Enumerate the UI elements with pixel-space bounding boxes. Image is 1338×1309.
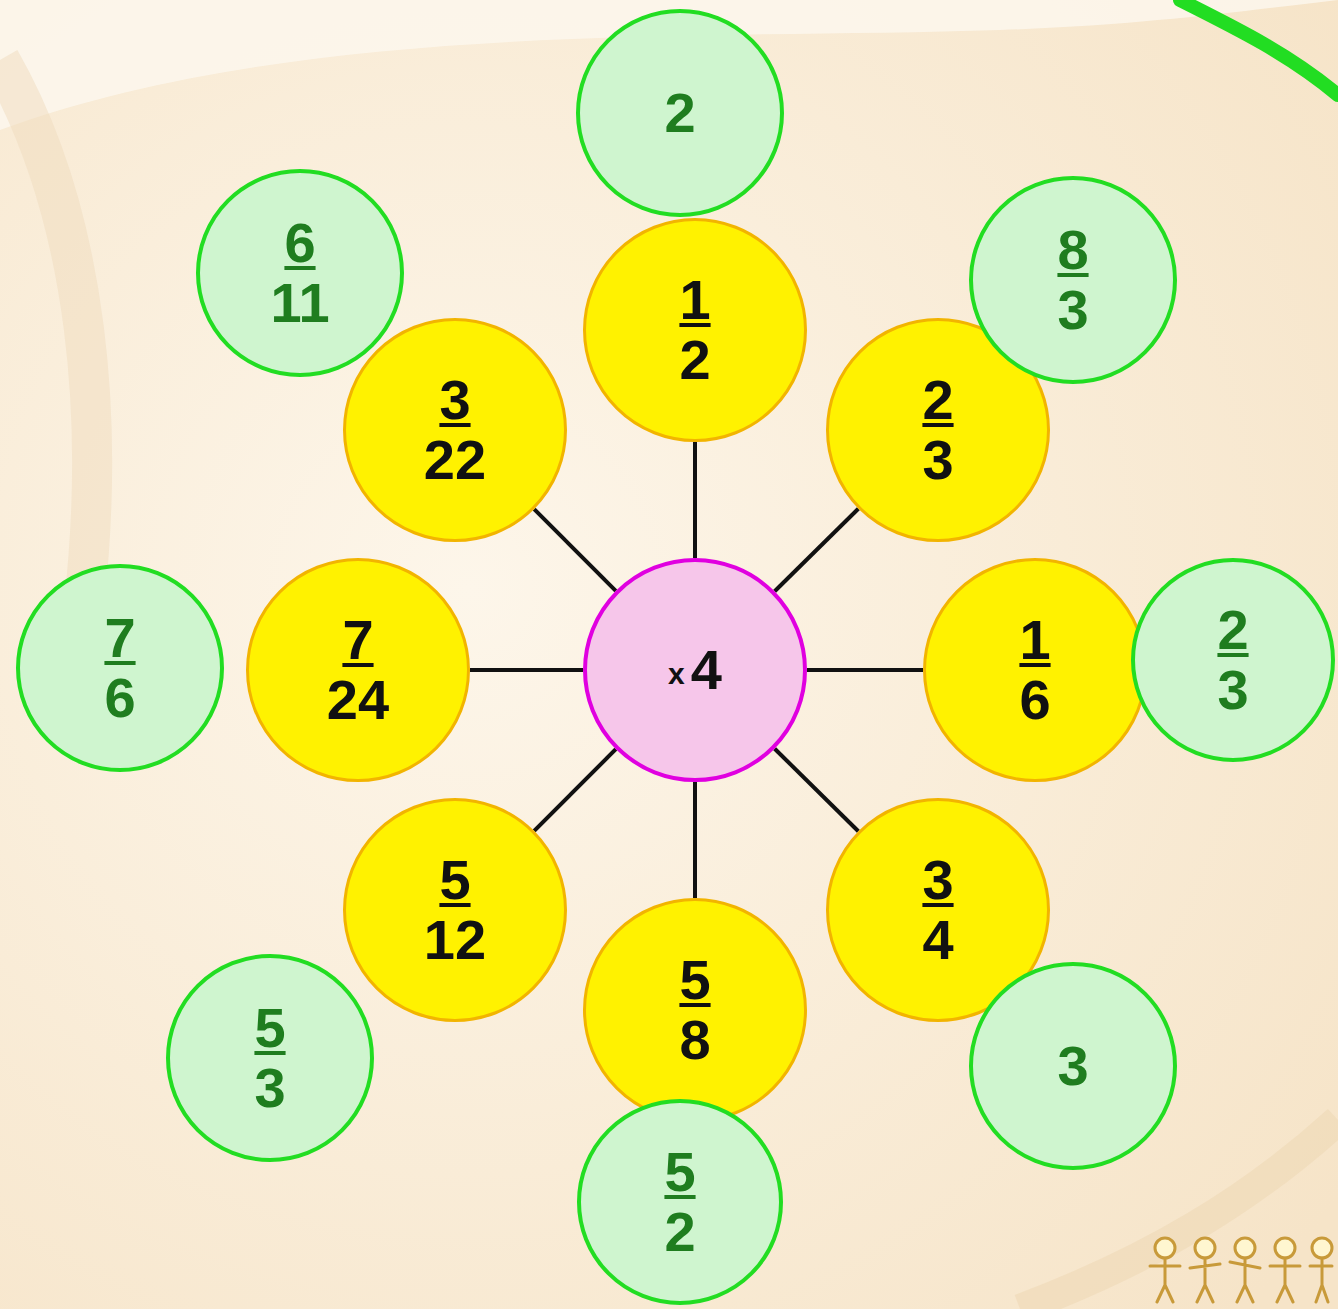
spoke-stroke	[693, 442, 697, 558]
spoke-line	[534, 749, 616, 831]
denominator: 2	[664, 1202, 695, 1262]
numerator: 5	[254, 998, 285, 1058]
numerator: 7	[342, 610, 373, 670]
spoke-stroke	[775, 509, 859, 592]
circle-shape	[579, 1101, 781, 1303]
input-circle: 322	[343, 318, 567, 542]
spoke-line	[775, 509, 859, 592]
input-circle: 724	[246, 558, 470, 782]
spoke-line	[534, 509, 616, 591]
text-stack: x4	[668, 640, 722, 700]
circle-shape	[971, 178, 1175, 382]
denominator: 3	[922, 430, 953, 490]
denominator: 6	[104, 668, 135, 728]
input-circle: 512	[343, 798, 567, 1022]
denominator: 22	[424, 430, 486, 490]
result-circle: 53	[166, 954, 374, 1162]
denominator: 2	[679, 330, 710, 390]
spoke-line	[695, 782, 696, 898]
operator-text: x	[668, 658, 685, 690]
spoke-stroke	[775, 749, 859, 832]
operator-circle: x4	[583, 558, 807, 782]
circle-shape	[198, 171, 402, 375]
numerator: 8	[1057, 220, 1088, 280]
spoke-stroke	[470, 668, 583, 672]
circle-shape	[925, 560, 1146, 781]
spoke-line	[775, 749, 859, 832]
result-circle: 76	[16, 564, 224, 772]
text-stack: 16	[1019, 610, 1050, 731]
denominator: 11	[270, 273, 329, 333]
circle-shape	[578, 11, 782, 215]
numerator: 3	[439, 370, 470, 430]
denominator: 3	[1057, 280, 1088, 340]
circle-shape	[1133, 560, 1333, 760]
denominator: 4	[922, 910, 953, 970]
denominator: 3	[254, 1058, 285, 1118]
spoke-line	[695, 442, 696, 558]
result-circle: 3	[969, 962, 1177, 1170]
result-circle: 23	[1131, 558, 1335, 762]
numerator: 2	[1217, 600, 1248, 660]
text-stack: 12	[679, 270, 710, 391]
text-stack: 52	[664, 1142, 695, 1263]
numerator: 3	[922, 850, 953, 910]
circle-shape	[585, 900, 806, 1121]
numerator: 2	[922, 370, 953, 430]
input-circle: 12	[583, 218, 807, 442]
circle-shape	[345, 320, 566, 541]
text-stack: 83	[1057, 220, 1088, 341]
denominator: 8	[679, 1010, 710, 1070]
numerator: 5	[664, 1142, 695, 1202]
whole-number: 2	[664, 83, 695, 143]
denominator: 6	[1019, 670, 1050, 730]
denominator: 24	[327, 670, 389, 730]
text-stack: 23	[922, 370, 953, 491]
circle-shape	[248, 560, 469, 781]
numerator: 1	[1019, 610, 1050, 670]
operator-text: 4	[691, 640, 722, 700]
text-stack: 724	[327, 610, 389, 731]
circle-shape	[18, 566, 222, 770]
numerator: 7	[104, 608, 135, 668]
result-circle: 611	[196, 169, 404, 377]
spoke-stroke	[534, 749, 616, 831]
text-stack: 512	[424, 850, 486, 971]
input-circle: 16	[923, 558, 1147, 782]
text-stack: 53	[254, 998, 285, 1119]
spoke-line	[470, 670, 583, 671]
denominator: 12	[424, 910, 486, 970]
spoke-stroke	[693, 782, 697, 898]
text-stack: 34	[922, 850, 953, 971]
spoke-stroke	[534, 509, 616, 591]
spoke-line	[807, 670, 923, 671]
text-stack: 3	[1057, 1036, 1088, 1096]
corner-swoosh	[1180, 0, 1338, 95]
text-stack: 23	[1217, 600, 1248, 721]
stick-figures	[1150, 1238, 1332, 1302]
numerator: 5	[439, 850, 470, 910]
numerator: 5	[679, 950, 710, 1010]
circle-shape	[585, 220, 806, 441]
circle-shape	[345, 800, 566, 1021]
text-stack: 76	[104, 608, 135, 729]
text-stack: 322	[424, 370, 486, 491]
result-circle: 83	[969, 176, 1177, 384]
text-stack: 58	[679, 950, 710, 1071]
circle-shape	[168, 956, 372, 1160]
text-stack: 2	[664, 83, 695, 143]
numerator: 1	[679, 270, 710, 330]
input-circle: 58	[583, 898, 807, 1122]
text-stack: 611	[270, 213, 329, 334]
spoke-stroke	[807, 668, 923, 672]
circle-shape	[585, 560, 805, 780]
whole-number: 3	[1057, 1036, 1088, 1096]
result-circle: 52	[577, 1099, 783, 1305]
denominator: 3	[1217, 660, 1248, 720]
numerator: 6	[284, 213, 315, 273]
result-circle: 2	[576, 9, 784, 217]
circle-shape	[971, 964, 1175, 1168]
